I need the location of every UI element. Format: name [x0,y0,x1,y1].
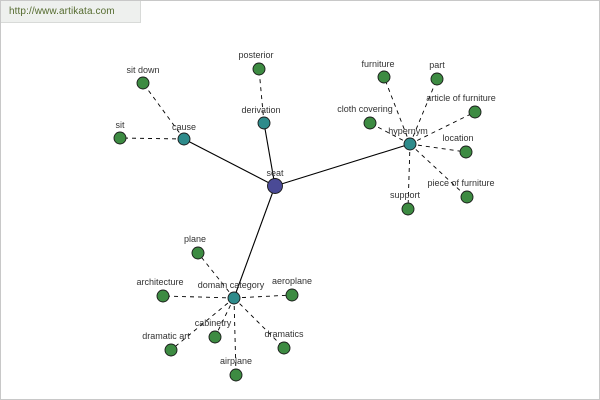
graph-edge-hypernym-to-part [409,78,438,145]
graph-node-label-piece-of-furniture: piece of furniture [427,178,494,188]
graph-node-sit-down[interactable] [136,76,150,90]
graph-node-sit[interactable] [113,131,127,145]
graph-node-posterior[interactable] [252,62,266,76]
graph-node-domain-category[interactable] [227,291,241,305]
graph-node-piece-of-furniture[interactable] [460,190,474,204]
graph-node-label-dramatic-art: dramatic art [142,331,190,341]
graph-node-aeroplane[interactable] [285,288,299,302]
graph-node-label-furniture: furniture [361,59,394,69]
graph-node-label-architecture: architecture [136,277,183,287]
graph-node-part[interactable] [430,72,444,86]
graph-node-label-derivation: derivation [241,105,280,115]
graph-node-label-domain-category: domain category [198,280,265,290]
graph-node-cabinetry[interactable] [208,330,222,344]
graph-node-label-hypernym: hypernym [388,126,428,136]
graph-edge-cause-to-sit-down [142,82,185,140]
graph-edge-domain-category-to-airplane [233,297,237,376]
graph-node-plane[interactable] [191,246,205,260]
graph-edge-seat-to-domain-category [233,185,276,299]
graph-edge-derivation-to-posterior [258,68,265,124]
graph-node-cloth-covering[interactable] [363,116,377,130]
graph-edge-hypernym-to-support [407,143,411,210]
graph-edge-domain-category-to-dramatic-art [170,297,235,351]
graph-node-label-dramatics: dramatics [264,329,304,339]
graph-edge-hypernym-to-furniture [383,76,411,145]
graph-edge-domain-category-to-architecture [162,295,235,299]
graph-node-article-of-furniture[interactable] [468,105,482,119]
graph-node-cause[interactable] [177,132,191,146]
label-layer: seat cause derivation hypernym domain catego… [116,50,496,366]
node-layer [113,62,482,382]
graph-edge-hypernym-to-location [409,143,467,153]
graph-node-label-posterior: posterior [238,50,273,60]
graph-node-support[interactable] [401,202,415,216]
graph-edge-domain-category-to-plane [197,252,235,299]
graph-edge-seat-to-derivation [263,122,276,187]
graph-node-dramatic-art[interactable] [164,343,178,357]
graph-node-label-cabinetry: cabinetry [195,318,232,328]
graph-edge-seat-to-cause [183,138,276,187]
graph-node-dramatics[interactable] [277,341,291,355]
graph-node-label-airplane: airplane [220,356,252,366]
graph-node-furniture[interactable] [377,70,391,84]
edge-layer [119,68,476,376]
graph-node-seat[interactable] [267,178,283,194]
graph-edge-cause-to-sit [119,137,185,140]
graph-node-location[interactable] [459,145,473,159]
graph-node-label-sit: sit [116,120,125,130]
graph-node-label-plane: plane [184,234,206,244]
url-text: http://www.artikata.com [9,6,115,17]
graph-node-label-part: part [429,60,445,70]
graph-node-label-article-of-furniture: article of furniture [426,93,496,103]
graph-edge-hypernym-to-piece-of-furniture [409,143,468,198]
graph-node-architecture[interactable] [156,289,170,303]
graph-node-label-support: support [390,190,421,200]
graph-edge-domain-category-to-dramatics [233,297,285,349]
graph-node-label-location: location [442,133,473,143]
graph-node-label-cloth-covering: cloth covering [337,104,393,114]
graph-node-label-seat: seat [266,168,284,178]
graph-node-hypernym[interactable] [403,137,417,151]
graph-node-derivation[interactable] [257,116,271,130]
graph-node-label-sit-down: sit down [126,65,159,75]
graph-node-label-cause: cause [172,122,196,132]
graph-edge-domain-category-to-aeroplane [233,294,293,299]
graph-node-airplane[interactable] [229,368,243,382]
graph-node-label-aeroplane: aeroplane [272,276,312,286]
graph-edge-seat-to-hypernym [274,143,411,187]
url-bar[interactable]: http://www.artikata.com [1,1,141,23]
